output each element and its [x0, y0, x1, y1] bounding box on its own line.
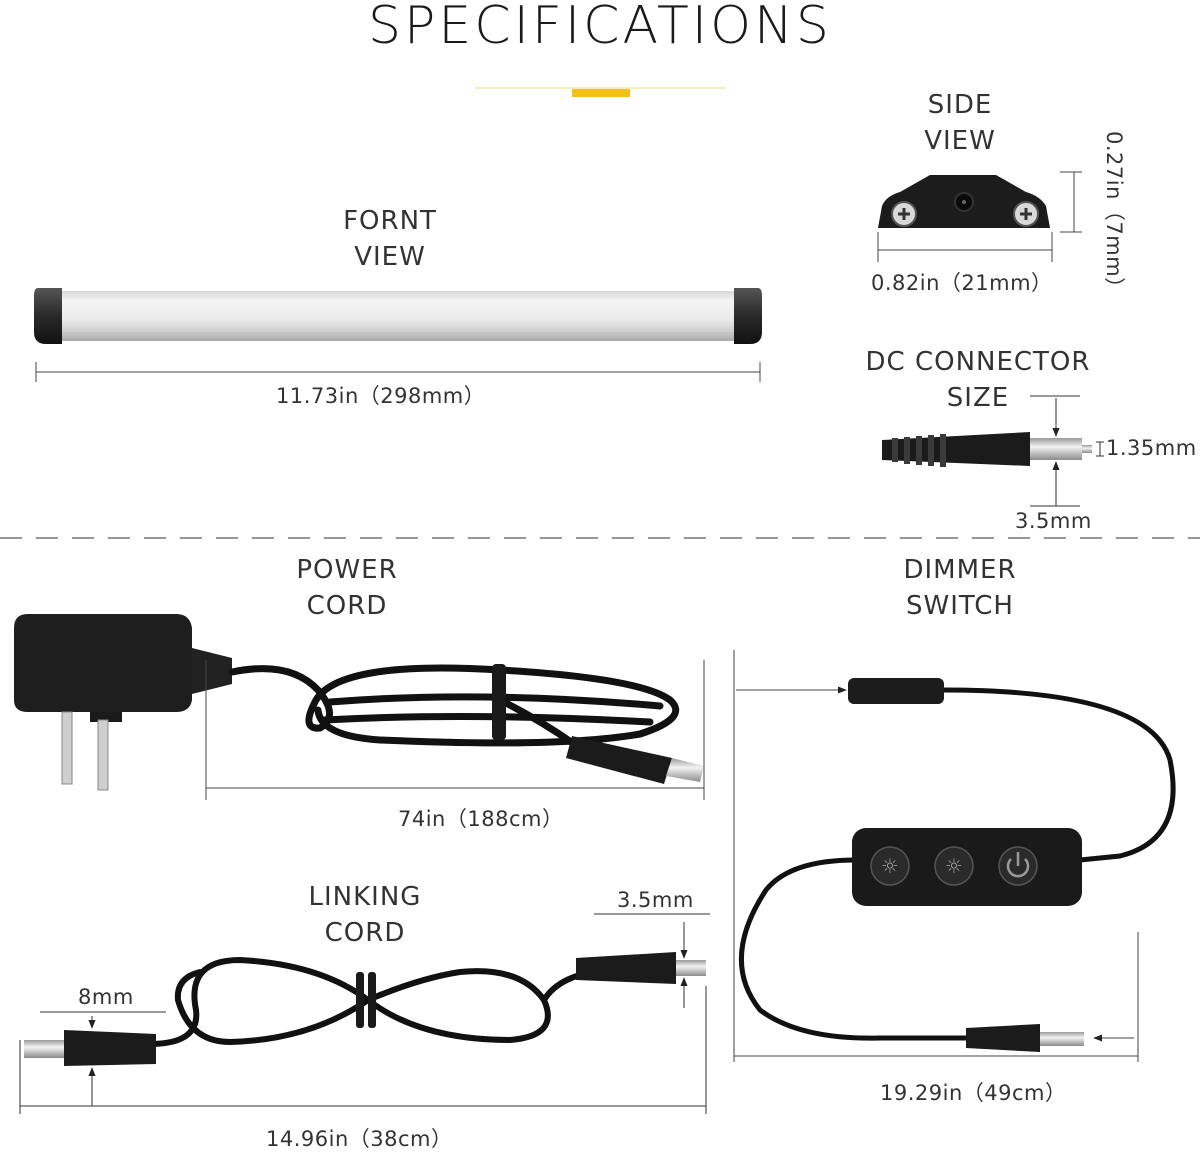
front-view-label: FORNT VIEW [290, 203, 490, 275]
side-view-label-line2: VIEW [924, 126, 996, 156]
dc-connector-label: DC CONNECTOR SIZE [838, 344, 1118, 416]
power-cord-dimension-line [205, 660, 705, 800]
side-view-label: SIDE VIEW [860, 87, 1060, 159]
power-cord-plug [492, 664, 704, 784]
dimmer-switch-length: 19.29in（49cm） [880, 1081, 1067, 1105]
dc-connector-dimension-lines [1030, 395, 1104, 507]
linking-cord-tip-diameter: 3.5mm [617, 888, 694, 912]
dc-connector-label-line2: SIZE [946, 383, 1010, 413]
dc-connector-label-line1: DC CONNECTOR [865, 347, 1091, 377]
title-accent-bar [572, 89, 630, 97]
brightness-up-icon [934, 846, 974, 886]
side-view-dimension-lines [877, 171, 1082, 262]
svg-text:☼: ☼ [881, 854, 899, 878]
dimmer-output-plug [966, 1024, 1084, 1052]
front-view-label-line2: VIEW [354, 242, 426, 272]
dc-connector-plug [882, 432, 1092, 467]
dimmer-switch-label: DIMMER SWITCH [860, 552, 1060, 624]
light-bar-front-view [34, 288, 762, 344]
dimmer-control-box: ☼ ☼ [852, 828, 1082, 906]
power-adapter [14, 614, 232, 791]
power-cord-label-line1: POWER [296, 555, 398, 585]
power-cord-length: 74in（188cm） [398, 807, 564, 831]
dimmer-switch-label-line2: SWITCH [906, 591, 1014, 621]
side-view-width: 0.82in（21mm） [871, 271, 1053, 295]
front-view-length: 11.73in（298mm） [276, 384, 486, 408]
dimmer-input-connector [848, 678, 944, 704]
dimmer-switch-label-line1: DIMMER [903, 555, 1017, 585]
power-cord-cable [228, 664, 680, 748]
linking-cord-length: 14.96in（38cm） [266, 1127, 453, 1151]
brightness-down-icon [870, 846, 910, 886]
dimmer-switch-cable [739, 687, 1176, 1041]
linking-cord-label: LINKING CORD [265, 879, 465, 951]
linking-cord-dimension-lines [19, 913, 710, 1114]
mounting-bracket-side-view [878, 175, 1050, 228]
side-view-label-line1: SIDE [927, 90, 993, 120]
linking-cord-body-diameter: 8mm [78, 985, 134, 1009]
page-title: SPECIFICATIONS [368, 0, 832, 56]
front-view-label-line1: FORNT [343, 206, 437, 236]
front-view-dimension-line [35, 362, 761, 382]
power-cord-label-line2: CORD [306, 591, 388, 621]
svg-text:☼: ☼ [945, 854, 963, 878]
linking-cord-label-line2: CORD [324, 918, 406, 948]
linking-cord-right-plug [576, 952, 706, 984]
linking-cord-cable [147, 956, 611, 1047]
linking-cord-ties [356, 972, 376, 1028]
dc-connector-outer-diameter: 3.5mm [1015, 509, 1092, 533]
dimmer-dimension-lines [733, 650, 1139, 1062]
linking-cord-label-line1: LINKING [308, 882, 422, 912]
linking-cord-left-plug [24, 1030, 156, 1066]
power-cord-label: POWER CORD [247, 552, 447, 624]
dc-connector-inner-diameter: 1.35mm [1106, 436, 1197, 460]
